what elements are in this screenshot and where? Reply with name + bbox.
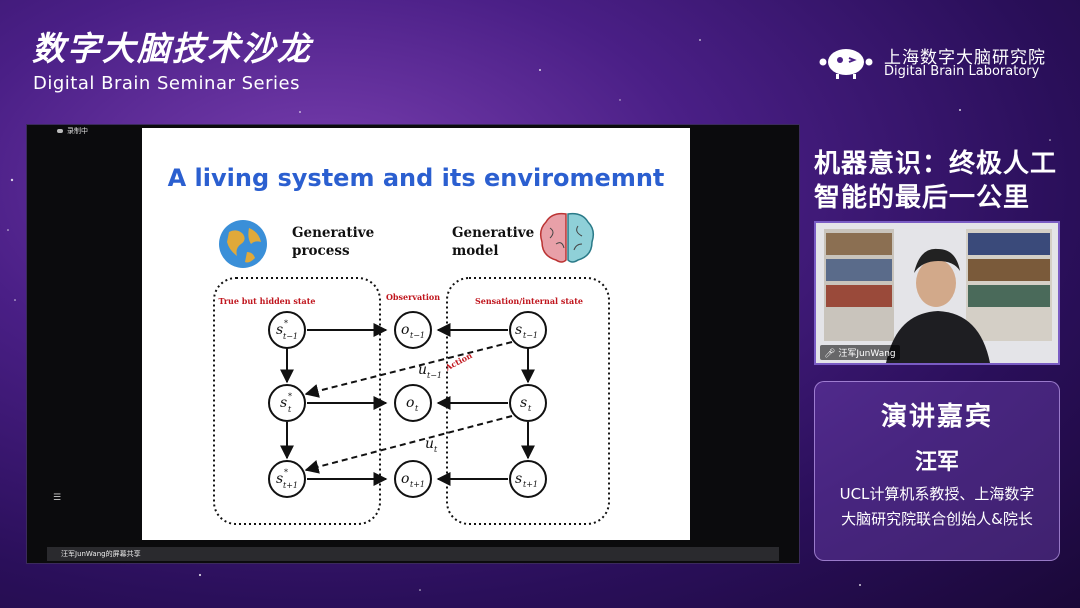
list-icon[interactable]: ☰ — [53, 493, 62, 503]
svg-text:t+1: t+1 — [410, 480, 425, 489]
svg-text:o: o — [406, 395, 414, 411]
svg-text:u: u — [425, 436, 434, 452]
presentation-slide: A living system and its enviromemnt Gene… — [142, 128, 690, 540]
hidden-state-label: True but hidden state — [218, 296, 315, 306]
svg-text:t+1: t+1 — [523, 480, 538, 489]
speaker-video[interactable]: 🎤︎ 汪军JunWang — [814, 221, 1060, 365]
svg-text:*: * — [284, 319, 288, 328]
svg-text:u: u — [418, 362, 427, 378]
svg-text:t−1: t−1 — [523, 331, 538, 340]
svg-text:t−1: t−1 — [283, 332, 298, 341]
svg-text:t: t — [528, 404, 532, 413]
svg-text:t: t — [415, 404, 419, 413]
generative-diagram: True but hidden state Observation Sensat… — [213, 277, 610, 525]
speaker-bio-line2: 大脑研究院联合创始人&院长 — [841, 510, 1033, 528]
lab-name-en: Digital Brain Laboratory — [884, 64, 1040, 79]
speaker-video-frame — [816, 223, 1058, 363]
svg-text:t: t — [434, 445, 438, 454]
mic-icon: 🎤︎ — [824, 349, 836, 359]
svg-text:o: o — [401, 322, 409, 338]
svg-text:s: s — [520, 395, 527, 411]
share-label: 汪军JunWang的屏幕共享 — [61, 550, 141, 558]
seminar-title: 数字大脑技术沙龙 — [32, 29, 312, 68]
svg-text:s: s — [276, 471, 283, 487]
svg-text:t+1: t+1 — [283, 481, 298, 490]
talk-topic: 机器意识：终极人工 智能的最后一公里 — [814, 147, 1064, 215]
sensation-label: Sensation/internal state — [475, 296, 583, 306]
svg-text:s: s — [276, 322, 283, 338]
seminar-subtitle: Digital Brain Seminar Series — [33, 73, 300, 94]
generative-process-line1: Generative — [292, 225, 375, 241]
svg-text:s: s — [515, 322, 522, 338]
speaker-heading: 演讲嘉宾 — [880, 402, 993, 432]
globe-icon — [219, 220, 267, 268]
speaker-bio-line1: UCL计算机系教授、上海数字 — [839, 485, 1035, 503]
generative-process-line2: process — [292, 243, 350, 259]
topic-line1: 机器意识：终极人工 — [814, 149, 1058, 179]
speaker-bio: UCL计算机系教授、上海数字 大脑研究院联合创始人&院长 — [823, 482, 1051, 532]
slide-title: A living system and its enviromemnt — [167, 164, 665, 192]
svg-text:t−1: t−1 — [410, 331, 425, 340]
brain-icon — [539, 212, 595, 263]
speaker-name-label: 🎤︎ 汪军JunWang — [820, 345, 900, 360]
svg-text:t−1: t−1 — [427, 371, 442, 380]
generative-model-line2: model — [452, 243, 499, 259]
speaker-card-name: 汪军 — [914, 450, 959, 475]
lab-name-cn: 上海数字大脑研究院 — [884, 48, 1046, 68]
svg-text:*: * — [288, 392, 292, 401]
recording-label: 录制中 — [67, 127, 88, 135]
screen-share-video[interactable]: 录制中 A living system and its enviromemnt … — [26, 124, 800, 564]
observation-label: Observation — [386, 292, 440, 302]
speaker-card: 演讲嘉宾 汪军 UCL计算机系教授、上海数字 大脑研究院联合创始人&院长 — [814, 381, 1060, 561]
recording-icon — [57, 129, 63, 133]
lab-logo-icon — [819, 49, 873, 79]
topic-line2: 智能的最后一公里 — [814, 183, 1031, 213]
speaker-name: 汪军JunWang — [838, 349, 896, 359]
generative-model-line1: Generative — [452, 225, 535, 241]
svg-text:*: * — [284, 468, 288, 477]
svg-text:s: s — [515, 471, 522, 487]
share-status-bar — [47, 547, 779, 561]
svg-text:s: s — [280, 395, 287, 411]
svg-text:t: t — [288, 405, 292, 414]
svg-text:o: o — [401, 471, 409, 487]
